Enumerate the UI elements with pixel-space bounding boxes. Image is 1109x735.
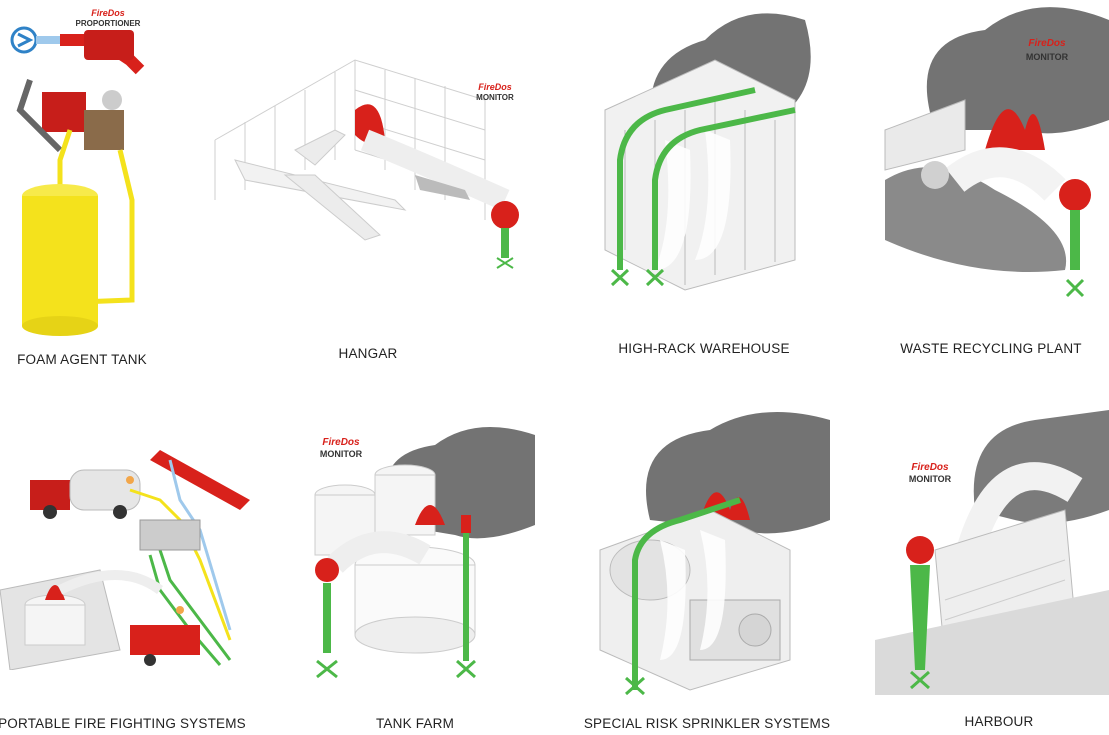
sprinkler-pipe xyxy=(617,87,756,270)
caption: TANK FARM xyxy=(375,716,455,731)
svg-text:FireDos: FireDos xyxy=(322,437,360,448)
caption: HANGAR xyxy=(338,346,398,361)
proportioner-icon xyxy=(84,30,134,60)
monitor-icon xyxy=(906,536,934,564)
svg-text:MONITOR: MONITOR xyxy=(320,449,363,459)
svg-text:MONITOR: MONITOR xyxy=(909,474,952,484)
caption: FOAM AGENT TANK xyxy=(17,352,147,367)
tanker-truck-icon xyxy=(69,469,141,511)
svg-text:MONITOR: MONITOR xyxy=(1026,52,1069,62)
sprinkler-pipe xyxy=(632,497,741,690)
svg-text:FireDos: FireDos xyxy=(911,462,949,473)
svg-text:PROPORTIONER: PROPORTIONER xyxy=(76,19,141,28)
monitor-icon xyxy=(491,201,519,229)
high-rack-warehouse-illustration xyxy=(595,0,825,295)
harbour-illustration: FireDos MONITOR xyxy=(875,400,1109,695)
svg-text:FireDos: FireDos xyxy=(478,82,512,92)
svg-text:FireDos: FireDos xyxy=(1028,38,1066,49)
monitor-icon xyxy=(1059,179,1091,211)
waste-recycling-plant-illustration: FireDos MONITOR xyxy=(875,0,1109,300)
hangar-illustration: FireDos MONITOR xyxy=(205,50,530,270)
smoke-icon xyxy=(646,412,830,534)
waste-pile xyxy=(885,167,1067,272)
caption: HIGH-RACK WAREHOUSE xyxy=(618,341,790,356)
svg-text:MONITOR: MONITOR xyxy=(476,93,514,102)
caption: HARBOUR xyxy=(964,714,1034,729)
fire-icon xyxy=(415,505,445,525)
trailer-icon xyxy=(130,625,200,655)
portable-fire-fighting-illustration xyxy=(0,440,250,670)
storage-tank-icon xyxy=(24,604,86,646)
smoke-icon xyxy=(926,7,1109,134)
tank-farm-illustration: FireDos MONITOR xyxy=(295,415,535,685)
fire-icon xyxy=(985,109,1045,150)
monitor-icon xyxy=(315,558,339,582)
caption: PORTABLE FIRE FIGHTING SYSTEMS xyxy=(0,716,246,731)
brand-logo: FireDos xyxy=(91,8,125,18)
sprinkler-systems-illustration xyxy=(590,400,830,700)
crane-grab-icon xyxy=(921,161,949,189)
caption: SPECIAL RISK SPRINKLER SYSTEMS xyxy=(583,716,831,731)
foam-tank-icon xyxy=(22,196,98,326)
caption: WASTE RECYCLING PLANT xyxy=(900,341,1082,356)
foam-agent-tank-illustration: FireDos PROPORTIONER xyxy=(0,0,170,340)
